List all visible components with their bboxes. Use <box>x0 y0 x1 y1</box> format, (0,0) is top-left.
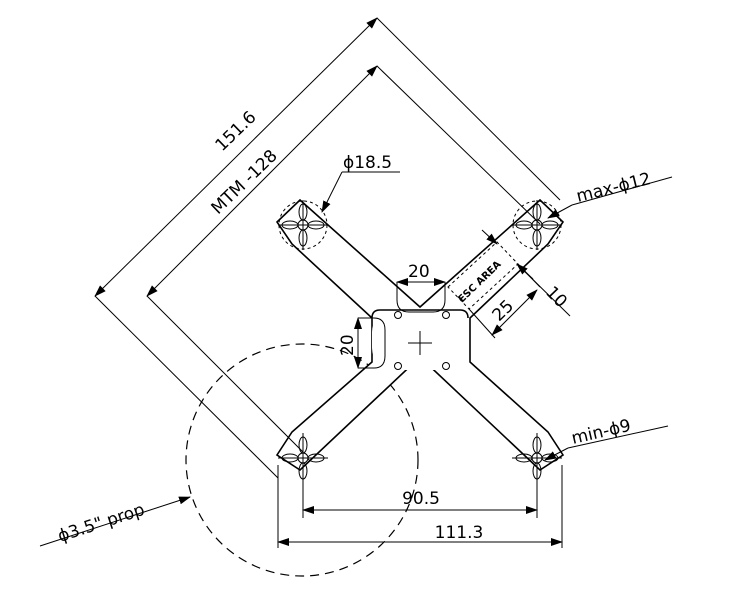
label-hub-diameter: ϕ18.5 <box>343 153 392 173</box>
dim-spans <box>277 465 563 548</box>
label-esc-length: 25 <box>489 296 518 325</box>
label-diagonal: 151.6 <box>212 107 261 155</box>
label-inner-span: 90.5 <box>402 489 440 509</box>
dim-diagonal-inner <box>146 65 541 453</box>
label-min-hole: min-ϕ9 <box>570 416 633 449</box>
esc-area <box>447 229 571 339</box>
label-outer-span: 111.3 <box>435 523 484 543</box>
left-cutout <box>354 317 386 369</box>
leader-lines <box>39 171 673 547</box>
label-prop: ϕ3.5" prop <box>55 500 147 547</box>
prop-circle <box>185 343 419 577</box>
frame-center-edges <box>371 309 469 319</box>
label-top-cutout: 20 <box>408 262 430 282</box>
label-max-hole: max-ϕ12 <box>574 169 653 207</box>
motor-mount-top-right <box>512 200 562 250</box>
label-mtm: MTM -128 <box>208 146 282 219</box>
label-left-cutout: 20 <box>338 334 358 356</box>
center-mount-holes <box>394 311 450 370</box>
label-esc-width: 10 <box>541 283 570 312</box>
top-cutout <box>396 278 446 313</box>
